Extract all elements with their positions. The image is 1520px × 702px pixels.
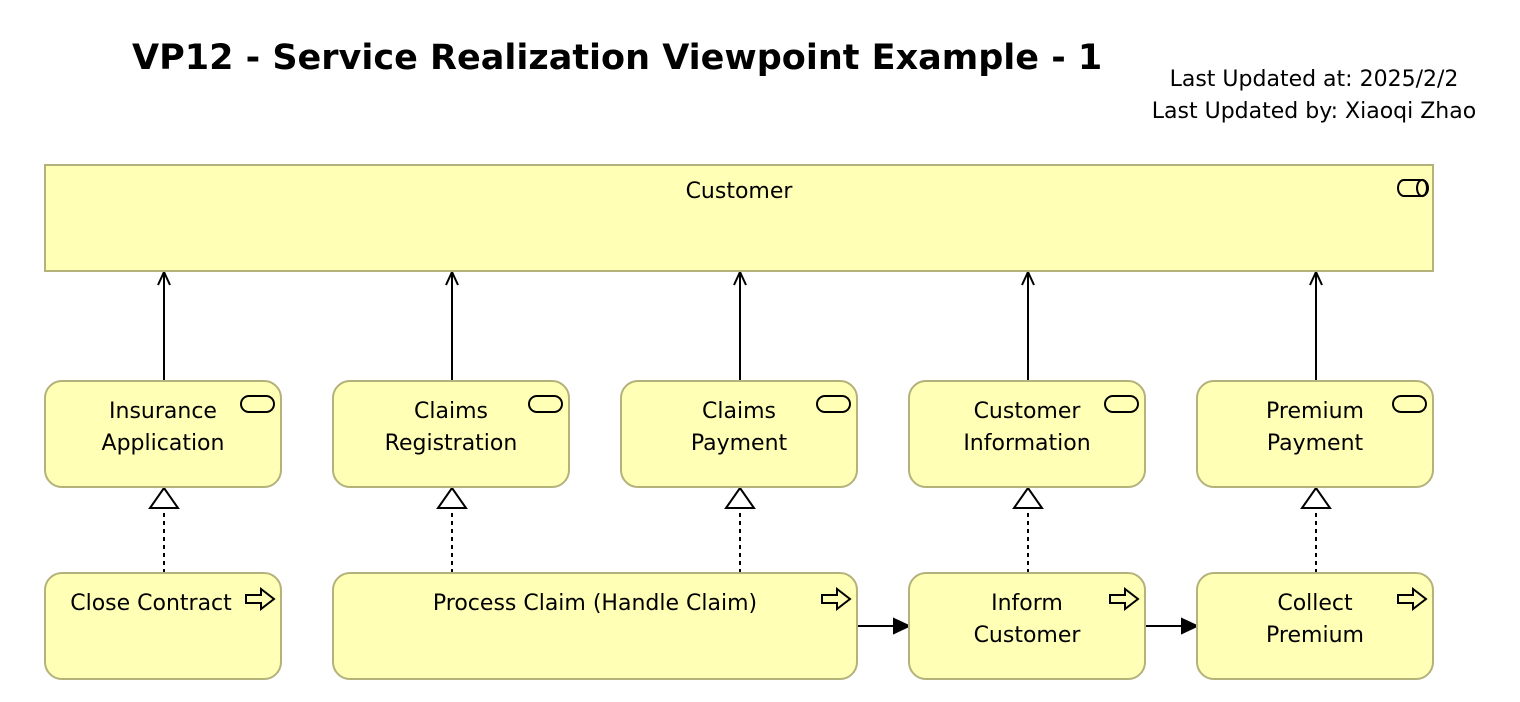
business-process-icon bbox=[1397, 587, 1428, 611]
realization-relation[interactable] bbox=[724, 486, 756, 573]
business-service-icon bbox=[816, 395, 851, 413]
business-role-icon bbox=[1397, 179, 1429, 197]
element-label: Close Contract bbox=[70, 591, 232, 616]
diagram-title: VP12 - Service Realization Viewpoint Exa… bbox=[132, 38, 1103, 78]
realization-relation[interactable] bbox=[1012, 486, 1044, 573]
realization-relation[interactable] bbox=[148, 486, 180, 573]
serving-relation[interactable] bbox=[157, 269, 171, 381]
last-updated-by: Last Updated by: Xiaoqi Zhao bbox=[1151, 99, 1477, 124]
last-updated-at: Last Updated at: 2025/2/2 bbox=[1169, 67, 1459, 92]
element-label: Customer bbox=[685, 179, 793, 204]
triggering-relation[interactable] bbox=[1145, 617, 1200, 635]
realization-relation[interactable] bbox=[436, 486, 468, 573]
realization-relation[interactable] bbox=[1300, 486, 1332, 573]
serving-relation[interactable] bbox=[1309, 269, 1323, 381]
business-process-icon bbox=[821, 587, 852, 611]
business-process-close-contract[interactable]: Close Contract bbox=[44, 572, 282, 680]
business-service-icon bbox=[528, 395, 563, 413]
update-info: Last Updated at: 2025/2/2 Last Updated b… bbox=[1150, 64, 1478, 128]
serving-relation[interactable] bbox=[445, 269, 459, 381]
customer-role-element[interactable]: Customer bbox=[44, 164, 1434, 272]
business-service-icon bbox=[1392, 395, 1427, 413]
serving-relation[interactable] bbox=[733, 269, 747, 381]
business-process-process-claim[interactable]: Process Claim (Handle Claim) bbox=[332, 572, 858, 680]
element-label: Process Claim (Handle Claim) bbox=[432, 591, 758, 616]
business-service-icon bbox=[1104, 395, 1139, 413]
business-service-icon bbox=[240, 395, 275, 413]
triggering-relation[interactable] bbox=[857, 617, 912, 635]
business-process-icon bbox=[1109, 587, 1140, 611]
business-process-icon bbox=[245, 587, 276, 611]
serving-relation[interactable] bbox=[1021, 269, 1035, 381]
